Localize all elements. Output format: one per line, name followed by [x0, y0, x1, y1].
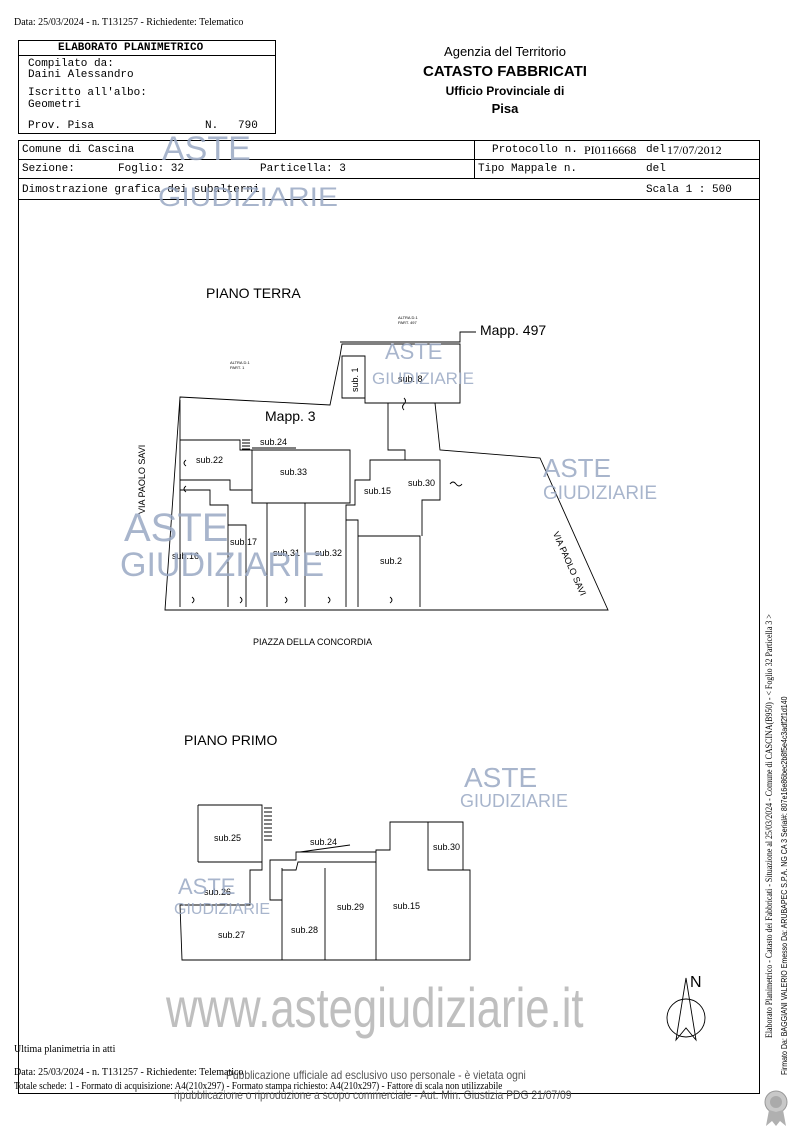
piano-primo-title: PIANO PRIMO	[184, 732, 278, 748]
pt-sub-16: sub.16	[172, 551, 200, 561]
pt-sub-33: sub.33	[280, 467, 308, 477]
watermark-giudiziarie-2: GIUDIZIARIE	[372, 369, 475, 388]
north-arrow	[675, 977, 697, 1042]
pt-sub-24: sub.24	[260, 437, 288, 447]
pp-sub-15: sub.15	[393, 901, 421, 911]
agency-line4: Pisa	[491, 101, 519, 116]
watermark-giudiziarie-5: GIUDIZIARIE	[460, 791, 569, 811]
particella: Particella: 3	[260, 163, 346, 175]
foglio: Foglio: 32	[118, 163, 185, 175]
ultima-planimetria: Ultima planimetria in atti	[14, 1044, 116, 1055]
iscritto-label: Iscritto all'albo:	[28, 87, 147, 99]
protocollo-label: Protocollo n.	[492, 144, 578, 156]
via-paolo-savi-left: VIA PAOLO SAVI	[137, 444, 147, 514]
info-divider-2	[18, 178, 760, 179]
svg-text:PART. 497: PART. 497	[398, 320, 418, 325]
n-value: 790	[238, 120, 258, 132]
agency-line3: Ufficio Provinciale di	[445, 84, 565, 98]
pt-sub-30: sub.30	[408, 478, 436, 488]
pt-sub-22: sub.22	[196, 455, 224, 465]
iscritto-value: Geometri	[28, 99, 81, 111]
watermark-aste-2: ASTE	[385, 339, 443, 364]
pp-sub-25: sub.25	[214, 833, 242, 843]
dimostrazione: Dimostrazione grafica dei subalterni	[22, 184, 260, 196]
compilato-value: Daini Alessandro	[28, 69, 134, 81]
watermark-notice-2: ripubblicazione o riproduzione a scopo c…	[174, 1088, 572, 1102]
watermark-giudiziarie-1: GIUDIZIARIE	[158, 182, 339, 213]
comune: Comune di Cascina	[22, 144, 135, 156]
mapp-3-label: Mapp. 3	[265, 408, 316, 424]
side-line-2: Firmato Da: BAGGIANI VALERIO Emesso Da: …	[780, 696, 789, 1075]
del-label-2: del	[646, 163, 666, 175]
tipo-mappale: Tipo Mappale n.	[478, 163, 578, 175]
north-arrow-circle	[666, 998, 706, 1038]
agency-line1: Agenzia del Territorio	[444, 44, 566, 59]
mapp-497-label: Mapp. 497	[480, 322, 547, 338]
seal-icon	[764, 1090, 788, 1126]
protocollo-date: 17/07/2012	[667, 143, 722, 157]
protocollo-value: PI0116668	[584, 143, 637, 157]
first-floor-outline	[179, 804, 471, 961]
watermark-aste-6: ASTE	[178, 874, 236, 899]
agency-line2: CATASTO FABBRICATI	[423, 63, 587, 80]
svg-text:ALTRA D.1: ALTRA D.1	[230, 360, 250, 365]
stair-ground	[242, 439, 250, 450]
pt-sub-1: sub. 1	[350, 367, 360, 392]
watermark-giudiziarie-3: GIUDIZIARIE	[543, 483, 658, 504]
watermark-notice-1: Pubblicazione ufficiale ad esclusivo uso…	[226, 1068, 526, 1082]
pp-sub-24: sub.24	[310, 837, 338, 847]
watermark-site: www.astegiudiziarie.it	[166, 976, 584, 1039]
pt-sub-17: sub.17	[230, 537, 258, 547]
pt-sub-31: sub.31	[273, 548, 301, 558]
n-label: N.	[205, 120, 219, 132]
header-divider	[18, 55, 276, 56]
pt-sub-8: sub. 8	[398, 374, 423, 384]
pp-sub-27: sub.27	[218, 930, 246, 940]
pt-sub-15: sub.15	[364, 486, 392, 496]
watermark-aste-3: ASTE	[543, 453, 611, 483]
north-label: N	[690, 974, 702, 991]
top-request-line: Data: 25/03/2024 - n. T131257 - Richiede…	[14, 17, 244, 28]
svg-text:PART. 1: PART. 1	[230, 365, 245, 370]
watermark-giudiziarie-4: GIUDIZIARIE	[120, 546, 325, 584]
sezione-label: Sezione:	[22, 163, 75, 175]
info-vertical-divider	[474, 140, 475, 178]
pp-sub-26: sub.26	[204, 887, 232, 897]
pt-sub-32: sub.32	[315, 548, 343, 558]
footer-line-1: Data: 25/03/2024 - n. T131257 - Richiede…	[14, 1067, 244, 1078]
main-frame	[18, 140, 760, 1094]
pp-sub-30: sub.30	[433, 842, 461, 852]
side-line-1: Elaborato Planimetrico - Catasto dei Fab…	[764, 614, 774, 1038]
prov-label: Prov. Pisa	[28, 120, 95, 132]
header-left-box	[18, 40, 276, 134]
compilato-label: Compilato da:	[28, 58, 114, 70]
ground-floor-rooms	[179, 355, 460, 607]
piano-terra-title: PIANO TERRA	[206, 285, 301, 301]
watermark-aste-5: ASTE	[464, 762, 538, 793]
sub24-first-line	[299, 844, 351, 853]
watermark-giudiziarie-6: GIUDIZIARIE	[174, 901, 271, 918]
pp-sub-29: sub.29	[337, 902, 365, 912]
piazza-label: PIAZZA DELLA CONCORDIA	[253, 637, 373, 647]
watermark-aste-1: ASTE	[162, 130, 251, 168]
mapp497-line	[340, 331, 476, 343]
document-title: ELABORATO PLANIMETRICO	[58, 42, 204, 54]
pt-sub-2: sub.2	[380, 556, 403, 566]
info-divider-1	[18, 159, 760, 160]
footer-line-2: Totale schede: 1 - Formato di acquisizio…	[14, 1081, 503, 1092]
watermark-aste-4: ASTE	[124, 506, 229, 550]
scala: Scala 1 : 500	[646, 184, 732, 196]
del-label: del	[646, 144, 666, 156]
info-divider-3	[18, 199, 760, 200]
stair-first	[264, 807, 272, 841]
svg-text:ALTRA D.1: ALTRA D.1	[398, 315, 418, 320]
pp-sub-28: sub.28	[291, 925, 319, 935]
